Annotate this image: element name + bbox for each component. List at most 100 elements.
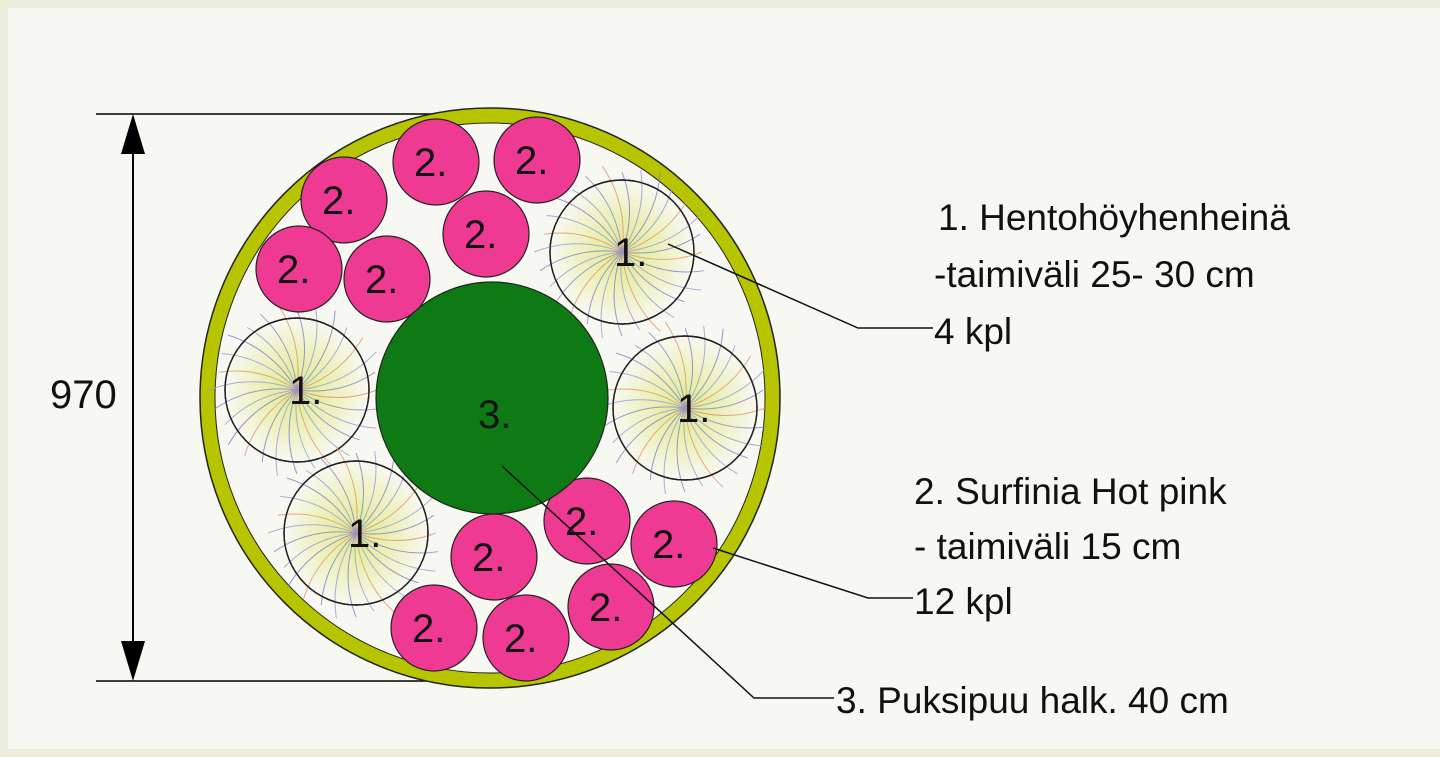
grass-blade xyxy=(684,326,706,409)
grass-label: 1. xyxy=(348,512,381,556)
petunia-circle xyxy=(343,235,431,323)
grass-blade xyxy=(287,477,357,534)
petunia-plant: 2. xyxy=(630,500,718,588)
petunia-label: 2. xyxy=(414,141,447,185)
dimension-annotation: 970 xyxy=(50,113,478,682)
grass-blade xyxy=(613,251,623,337)
grass-blade xyxy=(296,310,336,391)
grass-outline xyxy=(612,335,758,481)
grass-blade xyxy=(296,308,318,391)
grass-blade xyxy=(553,196,623,253)
grass-blade xyxy=(267,524,357,534)
grass-blade xyxy=(355,532,409,600)
legend-item2-count: 12 kpl xyxy=(914,581,1013,622)
petunia-circle xyxy=(630,500,718,588)
petunia-label: 2. xyxy=(472,536,505,580)
grass-blade xyxy=(684,369,765,409)
grass-plants: 1.1.1.1. xyxy=(208,165,767,619)
grass-blade xyxy=(296,351,377,391)
grass-blade xyxy=(260,313,298,391)
grass-blade xyxy=(533,243,623,253)
grass-blade xyxy=(684,407,738,475)
grass-blade xyxy=(296,337,364,391)
grass-blade xyxy=(684,355,752,409)
petunia-circle xyxy=(543,477,631,565)
grass-plant: 1. xyxy=(208,303,379,476)
grass-blade xyxy=(296,389,336,470)
boxwood-label: 3. xyxy=(478,393,511,437)
grass-blade xyxy=(616,352,686,409)
grass-blade xyxy=(684,407,765,447)
leader-lines xyxy=(501,243,933,699)
petunia-circle xyxy=(255,225,343,313)
grass-outline xyxy=(283,460,429,606)
legend-item2-spacing: - taimiväli 15 cm xyxy=(914,526,1181,567)
grass-blade xyxy=(600,251,623,338)
boxwood-plant: 3. xyxy=(375,281,609,515)
petunia-label: 2. xyxy=(652,523,685,567)
grass-label: 1. xyxy=(614,231,647,275)
grass-label: 1. xyxy=(289,369,322,413)
leader-line-grass xyxy=(667,243,933,329)
petunia-plant: 2. xyxy=(543,477,631,565)
petunia-circle xyxy=(442,190,530,278)
grass-blade xyxy=(296,389,350,457)
grass-blade xyxy=(621,251,661,332)
grass-blade xyxy=(355,532,395,613)
petunia-label: 2. xyxy=(565,500,598,544)
grass-blade xyxy=(552,251,623,308)
grass-outline xyxy=(224,317,370,463)
grass-blade xyxy=(244,389,298,456)
dimension-value: 970 xyxy=(50,373,117,417)
grass-blade xyxy=(347,532,357,618)
grass-blade xyxy=(273,531,357,553)
grass-blade xyxy=(621,199,689,253)
grass-blade xyxy=(602,406,686,428)
grass-blade xyxy=(676,407,686,493)
petunia-plant: 2. xyxy=(390,584,478,672)
grass-blade xyxy=(684,407,767,429)
grass-blade xyxy=(569,251,623,318)
petunia-label: 2. xyxy=(589,586,622,630)
grass-outline xyxy=(549,179,695,325)
petunia-plant: 2. xyxy=(343,235,431,323)
petunia-label: 2. xyxy=(504,617,537,661)
grass-blade xyxy=(280,496,357,534)
grass-plant: 1. xyxy=(267,446,438,619)
grass-blade xyxy=(221,353,298,391)
legend: 1. Hentohöyhenheinä -taimiväli 25- 30 cm… xyxy=(836,197,1290,721)
grass-blade xyxy=(632,407,686,474)
petunia-circle xyxy=(482,594,570,682)
grass-blade xyxy=(275,389,298,476)
grass-blade xyxy=(648,331,686,409)
petunia-plant: 2. xyxy=(450,513,538,601)
petunia-circle xyxy=(493,116,581,204)
grass-blade xyxy=(684,328,724,409)
grass-blade xyxy=(296,389,377,429)
grass-blade xyxy=(334,532,357,619)
petunia-label: 2. xyxy=(322,179,355,223)
grass-blade xyxy=(585,175,623,253)
grass-blade xyxy=(303,532,357,599)
grass-blade xyxy=(621,172,661,253)
drawing-canvas: 970 1.1.1.1. 2.2.2.2.2.2.2.2.2.2.2.2. 3.… xyxy=(8,8,1440,749)
planting-plan-drawing: 970 1.1.1.1. 2.2.2.2.2.2.2.2.2.2.2.2. 3.… xyxy=(50,107,1290,721)
grass-blade xyxy=(684,407,724,488)
grass-blade xyxy=(355,532,438,554)
petunia-plant: 2. xyxy=(493,116,581,204)
grass-blade xyxy=(602,165,624,253)
grass-blade xyxy=(227,389,298,446)
grass-blade xyxy=(355,494,436,534)
grass-plant: 1. xyxy=(533,165,704,338)
petunia-circle xyxy=(390,584,478,672)
grass-blade xyxy=(355,480,423,534)
grass-blade xyxy=(286,532,357,589)
grass-blade xyxy=(355,451,377,534)
petunia-plant: 2. xyxy=(482,594,570,682)
arrow-up-icon xyxy=(121,114,145,154)
grass-blade xyxy=(228,334,298,391)
grass-blade xyxy=(539,250,623,272)
petunia-label: 2. xyxy=(412,607,445,651)
leader-line-petunia xyxy=(712,547,913,599)
grass-blade xyxy=(336,446,358,534)
